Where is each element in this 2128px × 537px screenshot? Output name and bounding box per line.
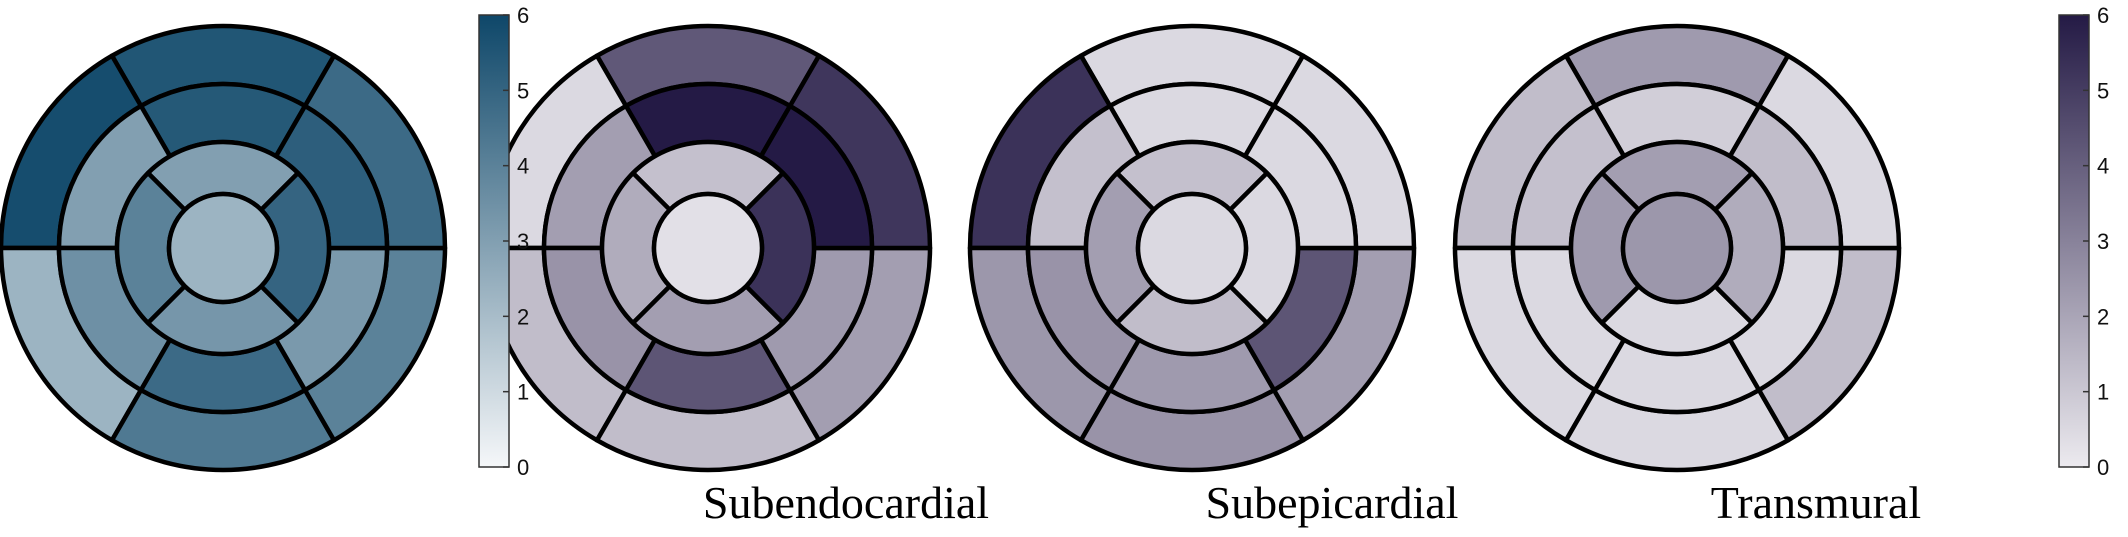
colorbar-tick-label: 3 (517, 229, 529, 254)
colorbar-tick-label: 2 (517, 304, 529, 329)
colorbar-purple: 0 1 2 3 4 5 6 (2058, 3, 2109, 480)
colorbar-tick-label: 6 (517, 3, 529, 28)
bullseye-plot-subepicardial (967, 23, 1417, 473)
apex-segment (1620, 191, 1734, 305)
plot-title-subepicardial: Subepicardial (1206, 477, 1459, 528)
apex-segment (1135, 191, 1249, 305)
bullseye-plot-transmural (1452, 23, 1902, 473)
colorbar-tick-label: 6 (2097, 3, 2109, 28)
colorbar-tick-label: 2 (2097, 304, 2109, 329)
colorbar-tick-label: 3 (2097, 229, 2109, 254)
colorbar-tick-label: 4 (517, 154, 529, 179)
bullseye-plot-subendocardial (483, 23, 933, 473)
apex-segment (651, 191, 765, 305)
colorbar-tick-label: 1 (517, 380, 529, 405)
colorbar-tick-label: 5 (517, 78, 529, 103)
bullseye-plot-overall (0, 23, 448, 473)
plot-title-transmural: Transmural (1711, 477, 1921, 528)
apex-segment (166, 191, 280, 305)
colorbar-tick-label: 0 (2097, 455, 2109, 480)
plot-title-subendocardial: Subendocardial (703, 477, 989, 528)
colorbar-tick-label: 5 (2097, 78, 2109, 103)
colorbar-tick-label: 1 (2097, 380, 2109, 405)
colorbar-tick-label: 4 (2097, 154, 2109, 179)
colorbar-tick-label: 0 (517, 455, 529, 480)
colorbar-blue: 0 1 2 3 4 5 6 (478, 3, 529, 480)
